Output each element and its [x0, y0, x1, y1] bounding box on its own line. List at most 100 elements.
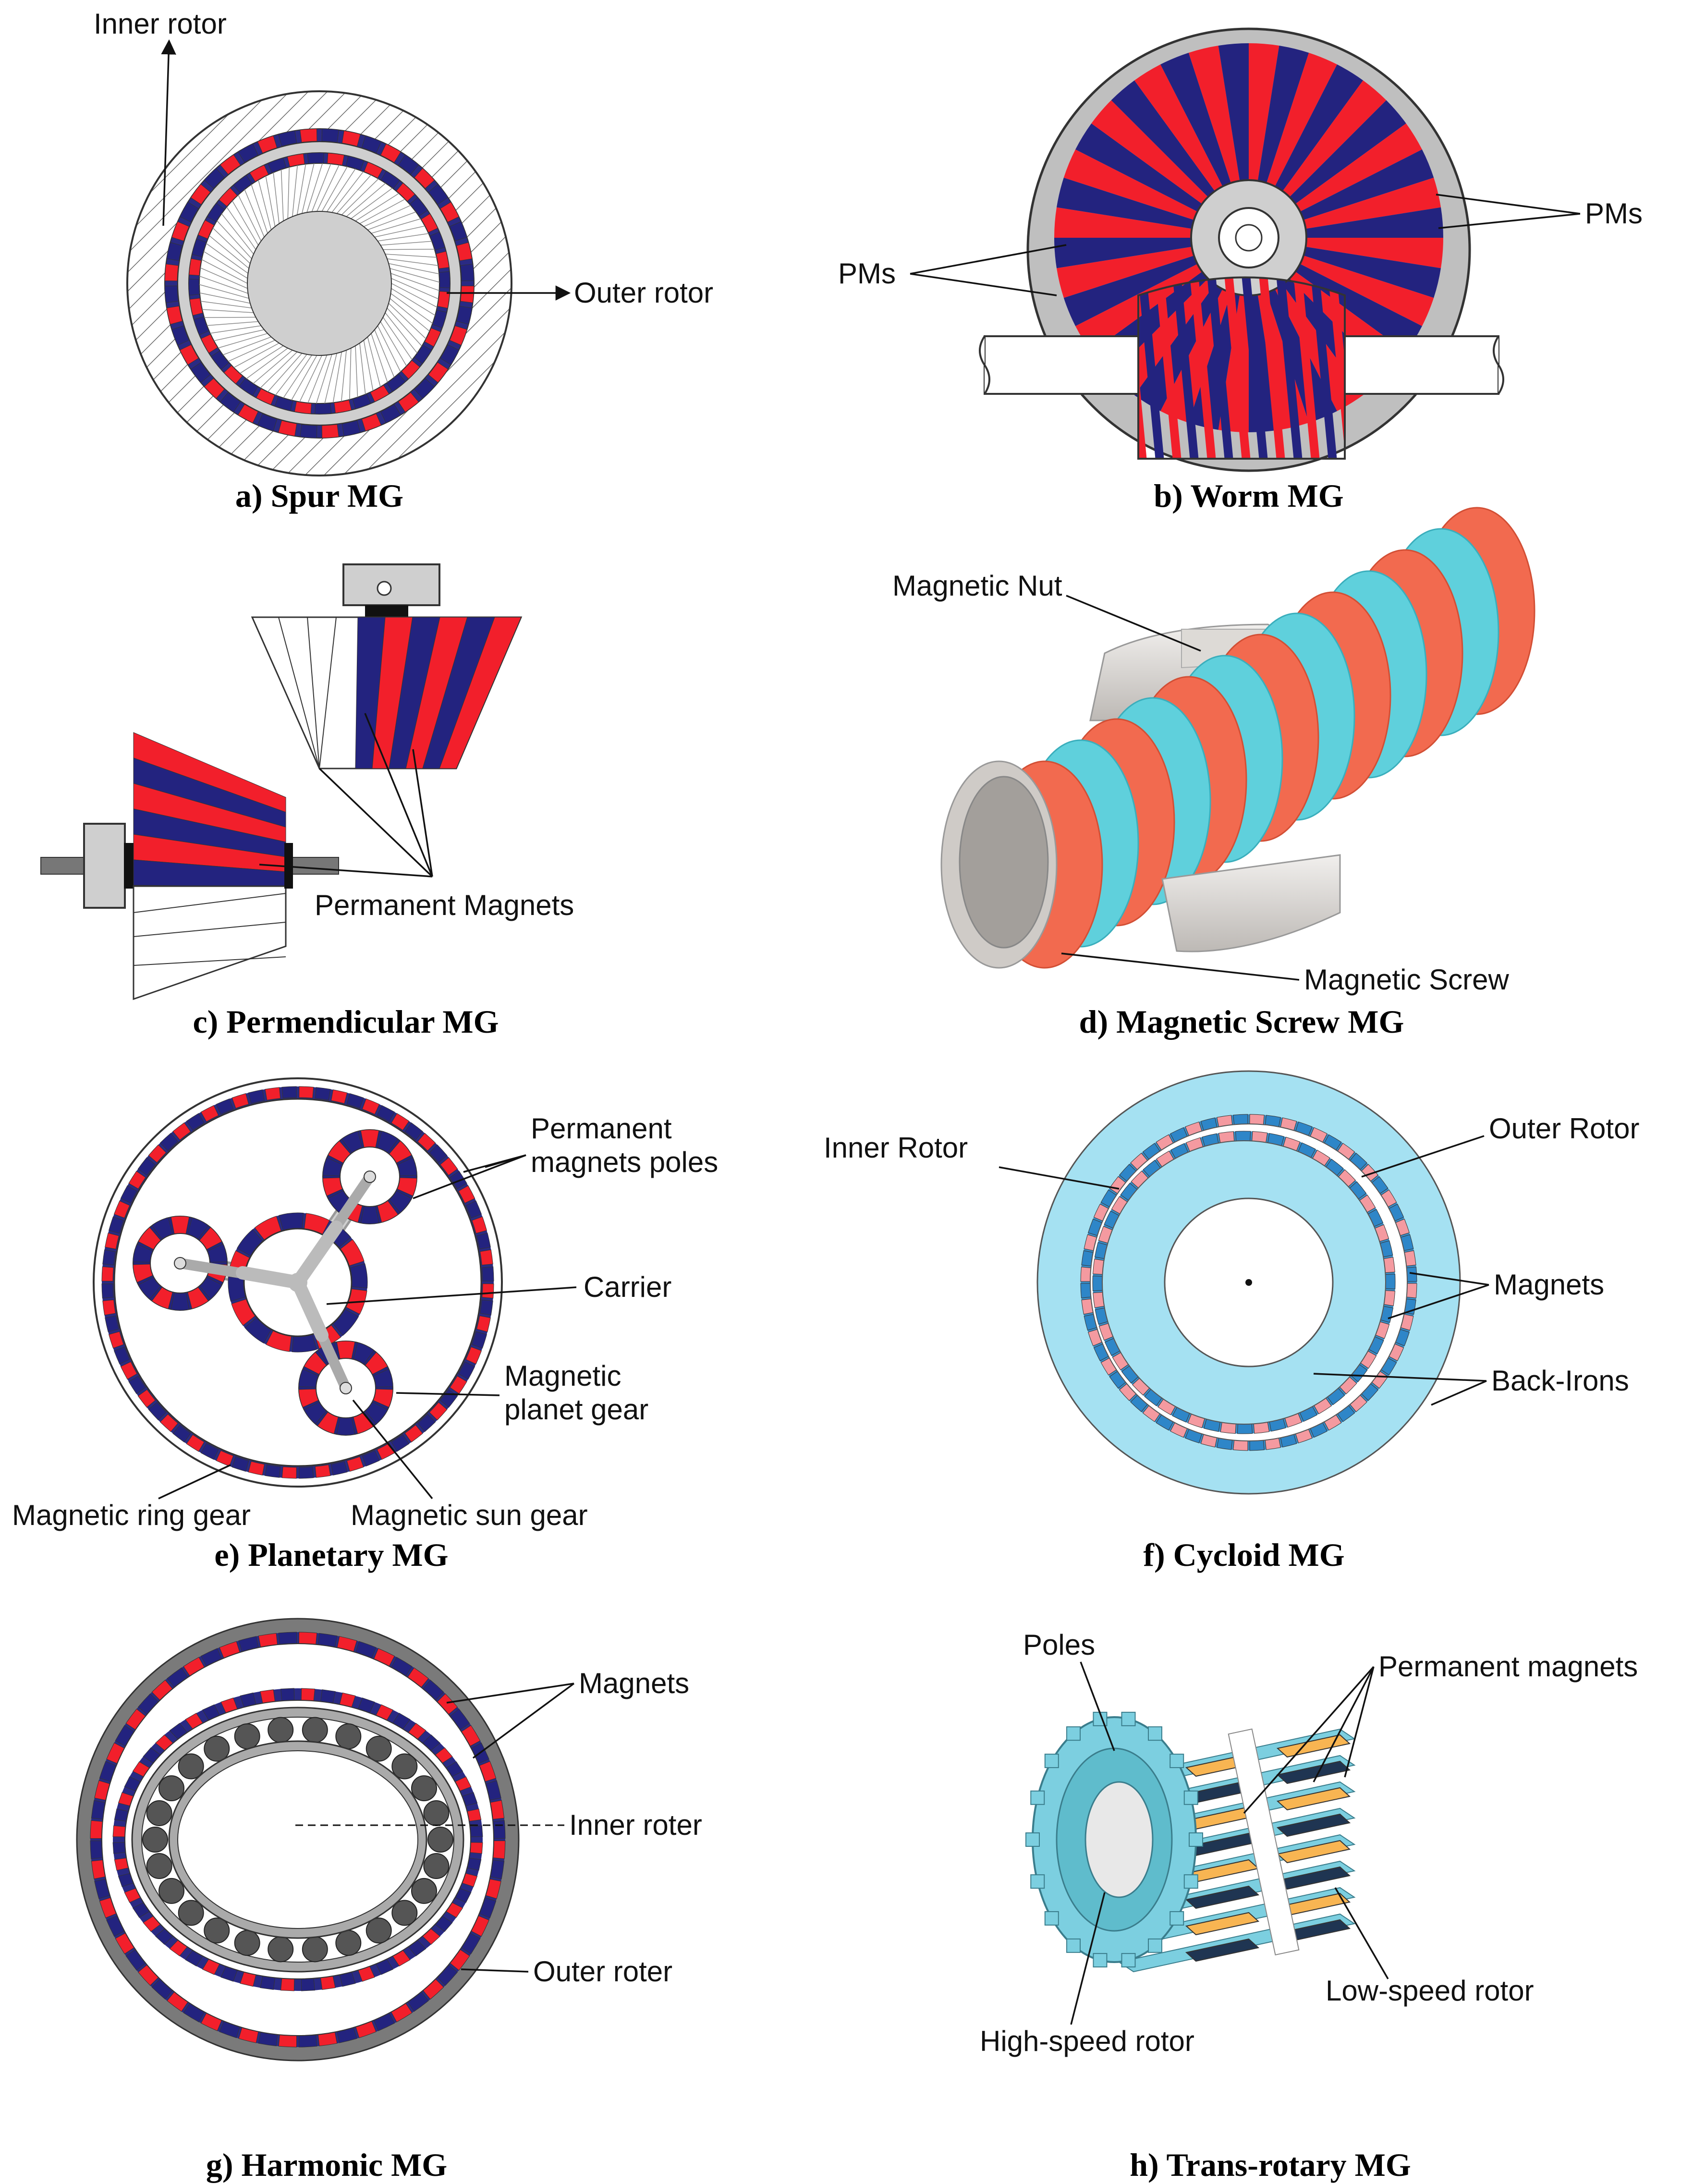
worm-hub-hole — [1235, 224, 1263, 252]
ring-gear-magnet-segment — [480, 1249, 493, 1266]
spur-spoke-line — [385, 312, 418, 354]
label-ring-gear: Magnetic ring gear — [12, 1499, 251, 1531]
magnets-f-leader-1 — [1409, 1272, 1489, 1286]
spur-spoke-line — [231, 200, 259, 245]
spur-spoke-line — [385, 254, 437, 258]
ring-gear-magnet-segment — [248, 1461, 265, 1476]
spur-spoke-line — [251, 184, 268, 234]
harmonic-bearing-balls — [142, 1717, 453, 1963]
worm-shaft-right-break — [1493, 335, 1504, 395]
ring-gear-magnet-segment — [404, 1424, 423, 1443]
spur-spoke-line — [331, 171, 364, 213]
panel-worm-mg: PMs PMs b) Worm MG — [838, 27, 1643, 514]
trans-pm-orange — [1276, 1734, 1351, 1758]
ring-gear-magnet-segment — [377, 1105, 395, 1122]
spur-spoke-line — [351, 187, 393, 219]
trans-pole-tooth — [1066, 1938, 1081, 1953]
spur-spoke-line — [233, 342, 280, 368]
worm-screw-magnet — [1138, 277, 1147, 459]
worm-wheel-magnet — [1160, 52, 1231, 187]
outer-rotor-f-leader — [1361, 1135, 1485, 1178]
pm-poles-leader-2 — [413, 1154, 526, 1199]
bearing-ball — [204, 1735, 230, 1762]
worm-screw-magnets — [1138, 259, 1545, 461]
harmonic-flex-magnet — [320, 1976, 336, 1990]
worm-screw-magnet — [1327, 277, 1345, 459]
cycloid-outer-magnet-segment — [1080, 1267, 1091, 1282]
label-outer-rotor-f: Outer Rotor — [1489, 1112, 1639, 1145]
bearing-ball — [158, 1775, 185, 1802]
label-low-speed: Low-speed rotor — [1326, 1975, 1534, 2007]
back-irons-leader-2 — [1431, 1380, 1487, 1406]
worm-screw-magnet — [1171, 277, 1199, 459]
spur-spoke-line — [210, 325, 261, 334]
trans-pole-tooth — [1169, 1911, 1184, 1926]
spur-spoke-line — [377, 325, 401, 372]
ring-gear-magnet-segment — [200, 1443, 219, 1460]
worm-wheel-magnet — [1056, 246, 1194, 298]
harmonic-flex-magnet — [301, 1688, 315, 1701]
outer-roter-leader — [461, 1968, 529, 1973]
trans-pm-navy — [1185, 1885, 1260, 1909]
spur-spoke-line — [212, 228, 251, 264]
harmonic-flex-magnet — [112, 1842, 126, 1854]
ring-gear-magnet-segment — [231, 1456, 249, 1472]
panel-cycloid-mg: Inner Rotor Outer Rotor Magnets Back-Iro… — [824, 1070, 1639, 1573]
panel-spur-mg: Inner rotor Outer rotor a) Spur MG — [94, 8, 713, 514]
pms-right-leader-1 — [1436, 194, 1581, 215]
label-pms-left: PMs — [838, 257, 896, 290]
ring-gear-magnet-segment — [231, 1093, 249, 1109]
back-irons-leader-1 — [1313, 1373, 1487, 1382]
harmonic-flex-magnet — [280, 1978, 295, 1991]
label-permanent-magnets: Permanent Magnets — [315, 889, 574, 921]
trans-pm-navy — [1276, 1760, 1351, 1784]
planet-gear — [133, 1216, 250, 1311]
magnetic-nut-leader — [1066, 595, 1201, 652]
worm-wheel-magnet — [1303, 177, 1441, 229]
cycloid-outer-magnet-segment — [1080, 1283, 1091, 1298]
worm-wheel-magnet — [1303, 246, 1441, 298]
spur-spoke-line — [391, 288, 436, 316]
trans-pm-orange — [1276, 1840, 1351, 1864]
ring-gear-magnet-segment — [137, 1157, 156, 1176]
spur-spoke-line — [199, 276, 248, 294]
ring-gear-magnet-segment — [315, 1087, 331, 1100]
spur-spoke-line — [336, 174, 372, 214]
label-outer-roter: Outer roter — [533, 1955, 672, 1988]
spur-spoke-line — [363, 340, 374, 391]
ring-gear-magnet-segment — [465, 1346, 482, 1365]
worm-wheel-magnet — [1063, 256, 1198, 326]
ring-gear-magnet-segment — [265, 1464, 281, 1478]
spur-spoke-line — [380, 321, 407, 366]
cycloid-outer-magnet-segment — [1233, 1440, 1248, 1451]
perp-top-magnet — [439, 617, 522, 769]
ring-gear-magnet-segment — [482, 1283, 494, 1299]
screw-magnet-rings — [986, 507, 1535, 969]
trans-pole-tooth — [1066, 1726, 1081, 1741]
label-magnets-f: Magnets — [1494, 1269, 1604, 1301]
ring-gear-magnet-segment — [472, 1216, 487, 1234]
spur-spoke-line — [238, 195, 262, 242]
inner-rotor-f-leader — [999, 1166, 1120, 1190]
spur-spoke-line — [324, 353, 338, 403]
worm-screw-magnet — [1517, 259, 1545, 461]
ring-gear-magnet-segment — [391, 1113, 410, 1131]
ring-gear-magnet-segment — [172, 1122, 191, 1141]
high-speed-leader — [1070, 1892, 1106, 2025]
spur-spoke-line — [207, 321, 258, 326]
spur-spoke-line — [390, 273, 439, 291]
planet-gear-magnet — [171, 1216, 190, 1234]
caption-g: g) Harmonic MG — [206, 2147, 447, 2183]
spur-spoke-line — [332, 352, 342, 403]
trans-pm-navy — [1276, 1813, 1351, 1837]
planet-leader — [396, 1392, 500, 1396]
inner-rotor-leader — [161, 39, 176, 226]
ring-gear-magnet-segment — [299, 1466, 314, 1479]
spur-inner-magnet-segment — [439, 271, 451, 288]
label-magnets-g: Magnets — [579, 1667, 689, 1699]
worm-screw-magnet — [1275, 277, 1303, 459]
worm-screw-magnet — [1499, 259, 1527, 461]
ring-gear-magnet-segment — [391, 1434, 410, 1452]
spur-spoke-line — [341, 350, 347, 402]
ring-gear-magnet-segment — [281, 1086, 297, 1098]
